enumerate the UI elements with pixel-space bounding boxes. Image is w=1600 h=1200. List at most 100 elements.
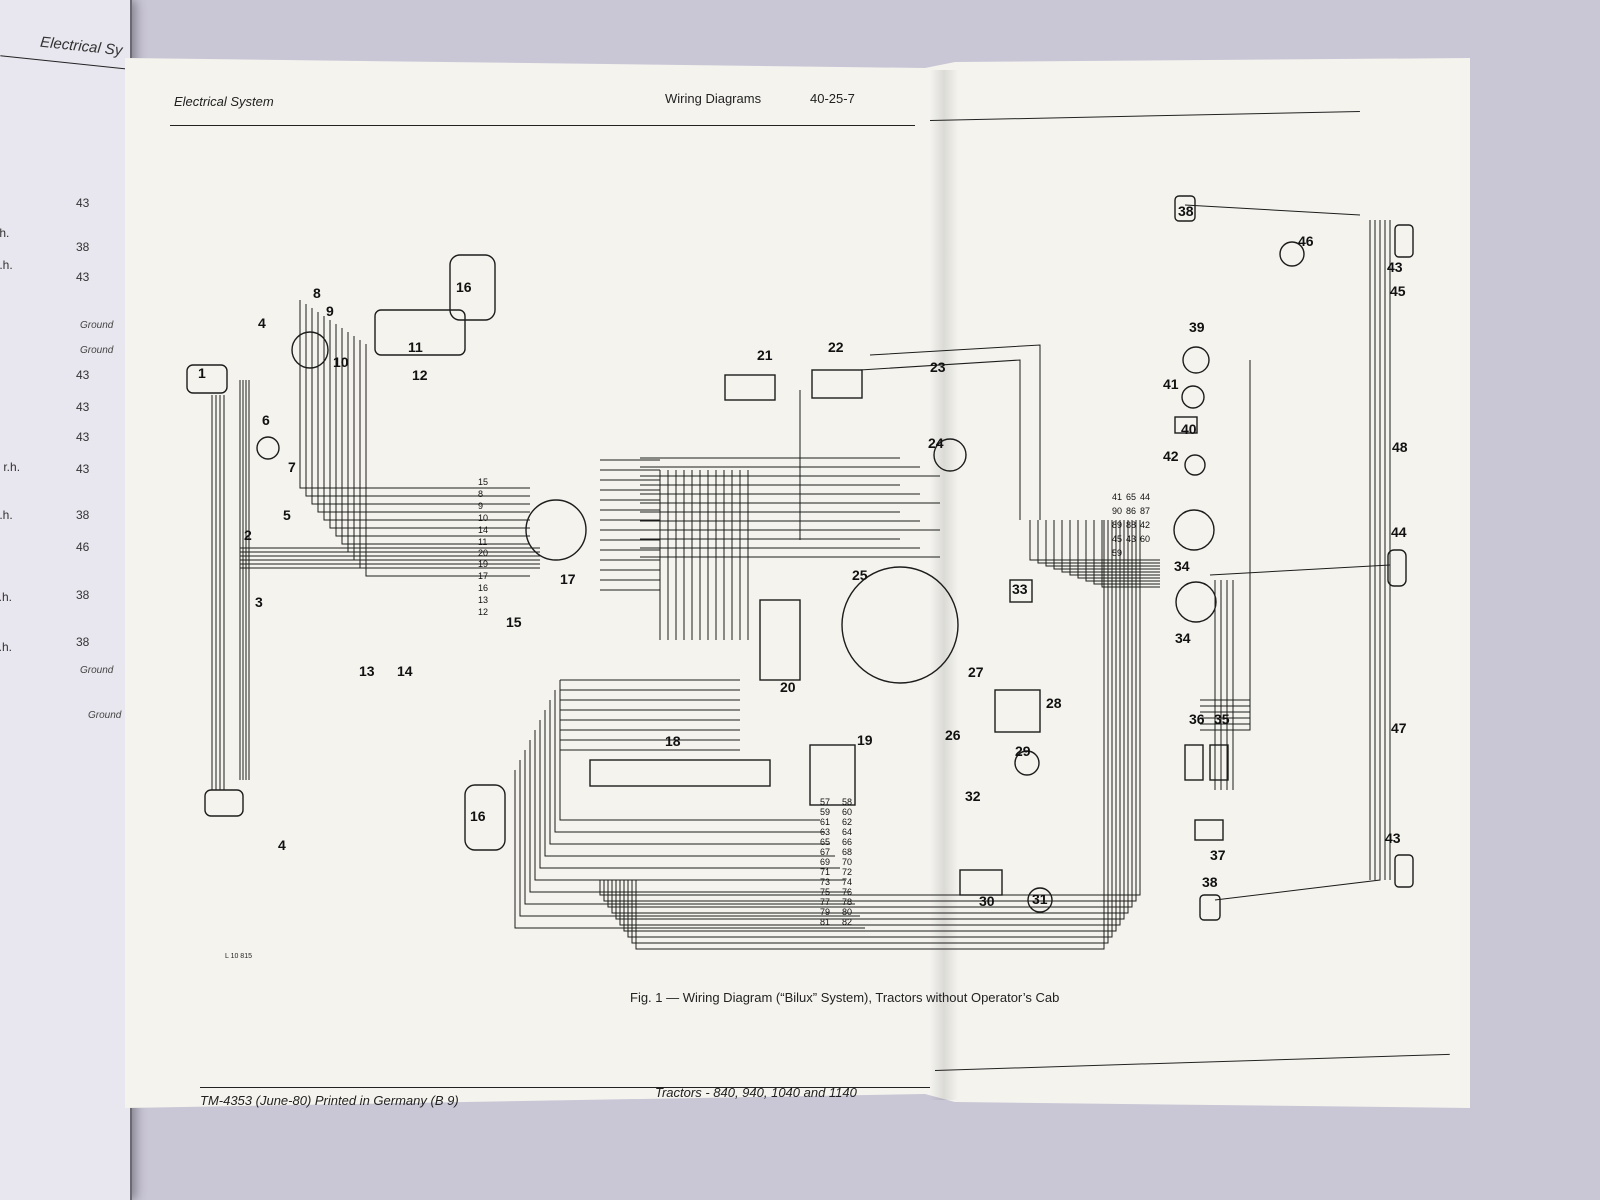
wire-label: 44 (1140, 492, 1150, 502)
lamp-43-top (1394, 224, 1414, 258)
box-16-bottom (464, 784, 506, 851)
component-label: 38 (1202, 874, 1218, 890)
component-label: 34 (1175, 630, 1191, 646)
drawing-code: L 10 815 (225, 953, 252, 960)
prev-num: 38 (76, 508, 90, 522)
wire-label: 78 (842, 897, 852, 907)
wire-label: 77 (820, 897, 830, 907)
component-label: 1 (198, 365, 206, 381)
component-label: 44 (1391, 524, 1407, 540)
wire (1037, 520, 1160, 564)
wire-label: 42 (1140, 520, 1150, 530)
section-header: Electrical System (174, 94, 274, 109)
component-label: 15 (506, 614, 522, 630)
wire (631, 520, 1109, 944)
relay-20 (759, 599, 801, 681)
component-label: 37 (1210, 847, 1226, 863)
component-label: 20 (780, 679, 796, 695)
component-label: 16 (456, 279, 472, 295)
component-label: 48 (1392, 439, 1408, 455)
wire (305, 304, 530, 497)
wire (1045, 520, 1160, 567)
wire-label: 65 (1126, 492, 1136, 502)
component-label: 2 (244, 527, 252, 543)
gauge-30 (959, 869, 1003, 896)
component-label: 9 (326, 303, 334, 319)
prev-label: ts, l.h. (0, 640, 13, 654)
wire (603, 520, 1137, 902)
component-label: 16 (470, 808, 486, 824)
component-label: 4 (278, 837, 286, 853)
prev-num: 38 (76, 240, 90, 254)
lamp-41 (1181, 385, 1205, 409)
wire (1184, 204, 1361, 216)
prev-num: 43 (76, 368, 90, 382)
component-label: 27 (968, 664, 984, 680)
component-label: 33 (1012, 581, 1028, 597)
wire (869, 344, 1041, 520)
wire-label: 65 (820, 837, 830, 847)
wire (615, 520, 1125, 920)
component-label: 39 (1189, 319, 1205, 335)
wire (1200, 372, 1251, 713)
wire-label: 14 (478, 525, 488, 535)
wire (514, 770, 865, 929)
wire (559, 680, 820, 821)
component-label: 45 (1390, 283, 1406, 299)
wire (1214, 860, 1381, 901)
wire-label: 15 (478, 477, 488, 487)
wire-label: 8 (478, 489, 483, 499)
wire-bundles (211, 204, 1391, 950)
wire (317, 312, 530, 513)
wire (534, 730, 845, 881)
component-label: 47 (1391, 720, 1407, 736)
footer-left: TM-4353 (June-80) Printed in Germany (B … (200, 1093, 459, 1108)
wire-label: 11 (478, 537, 487, 547)
component-label: 11 (408, 339, 423, 355)
lamp-44 (1387, 549, 1407, 587)
prev-label: ts, l.h. (0, 590, 13, 604)
page-number: 40-25-7 (810, 91, 855, 106)
wiper-motor-11 (374, 309, 466, 356)
page-title: Wiring Diagrams (665, 91, 762, 106)
component-label: 10 (333, 354, 349, 370)
switch-8-9 (291, 331, 329, 369)
lamp-29 (1014, 750, 1040, 776)
fuse-block-18 (589, 759, 771, 787)
component-label: 38 (1178, 203, 1194, 219)
component-label: 21 (757, 347, 773, 363)
component-label: 23 (930, 359, 946, 375)
wire (529, 740, 850, 893)
wire (347, 332, 530, 553)
wire (859, 359, 1021, 520)
wire (623, 520, 1117, 932)
header-rule (170, 125, 915, 126)
wire-label: 59 (820, 807, 830, 817)
component-label: 41 (1163, 376, 1179, 392)
wire (329, 320, 530, 529)
component-label: 40 (1181, 421, 1197, 437)
lamp-42 (1184, 454, 1206, 476)
prev-num: 43 (76, 270, 90, 284)
wire-label: 67 (820, 847, 830, 857)
wire (353, 336, 530, 561)
component-label: 3 (255, 594, 263, 610)
lamp-38-bottom (1199, 894, 1221, 921)
wire-label: 41 (1112, 492, 1122, 502)
connector-17 (525, 499, 587, 561)
component-label: 13 (359, 663, 375, 679)
headlight-rh (204, 789, 244, 817)
wire (599, 520, 1141, 896)
wire (311, 308, 530, 505)
wire (365, 344, 530, 577)
prev-label: ts, r.h. (0, 508, 13, 522)
wire-label: 81 (820, 917, 830, 927)
wire-label: 45 (1112, 534, 1122, 544)
footer-rule (200, 1087, 930, 1088)
prev-num: 43 (76, 430, 90, 444)
wire-label: 19 (478, 559, 488, 569)
wire (524, 750, 855, 905)
wire (1085, 520, 1160, 582)
